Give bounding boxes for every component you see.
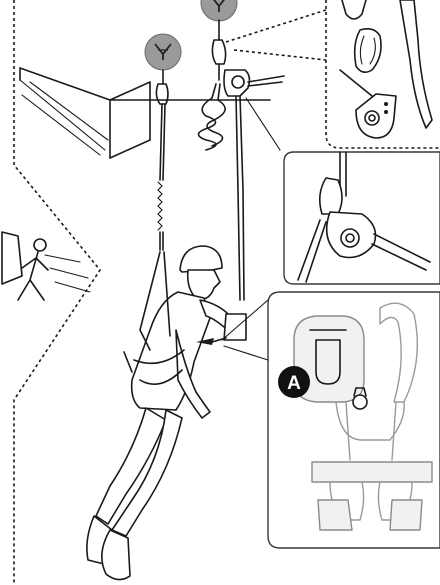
descender-device-icon	[340, 70, 396, 138]
detail-panel-harness: A	[222, 292, 440, 548]
callout-badge-a: A	[278, 366, 310, 398]
climber-figure	[87, 246, 246, 580]
carabiner-icon	[355, 29, 381, 72]
anchor-point-icon	[201, 0, 237, 21]
shock-absorbing-lanyard	[156, 70, 168, 250]
callout-label: A	[287, 373, 301, 394]
detail-panel-rope-device	[246, 98, 440, 284]
left-dashed-border	[14, 0, 100, 585]
carabiner-icon	[342, 0, 366, 19]
anchor-point-icon	[145, 34, 181, 70]
detail-panel-components	[226, 0, 440, 148]
